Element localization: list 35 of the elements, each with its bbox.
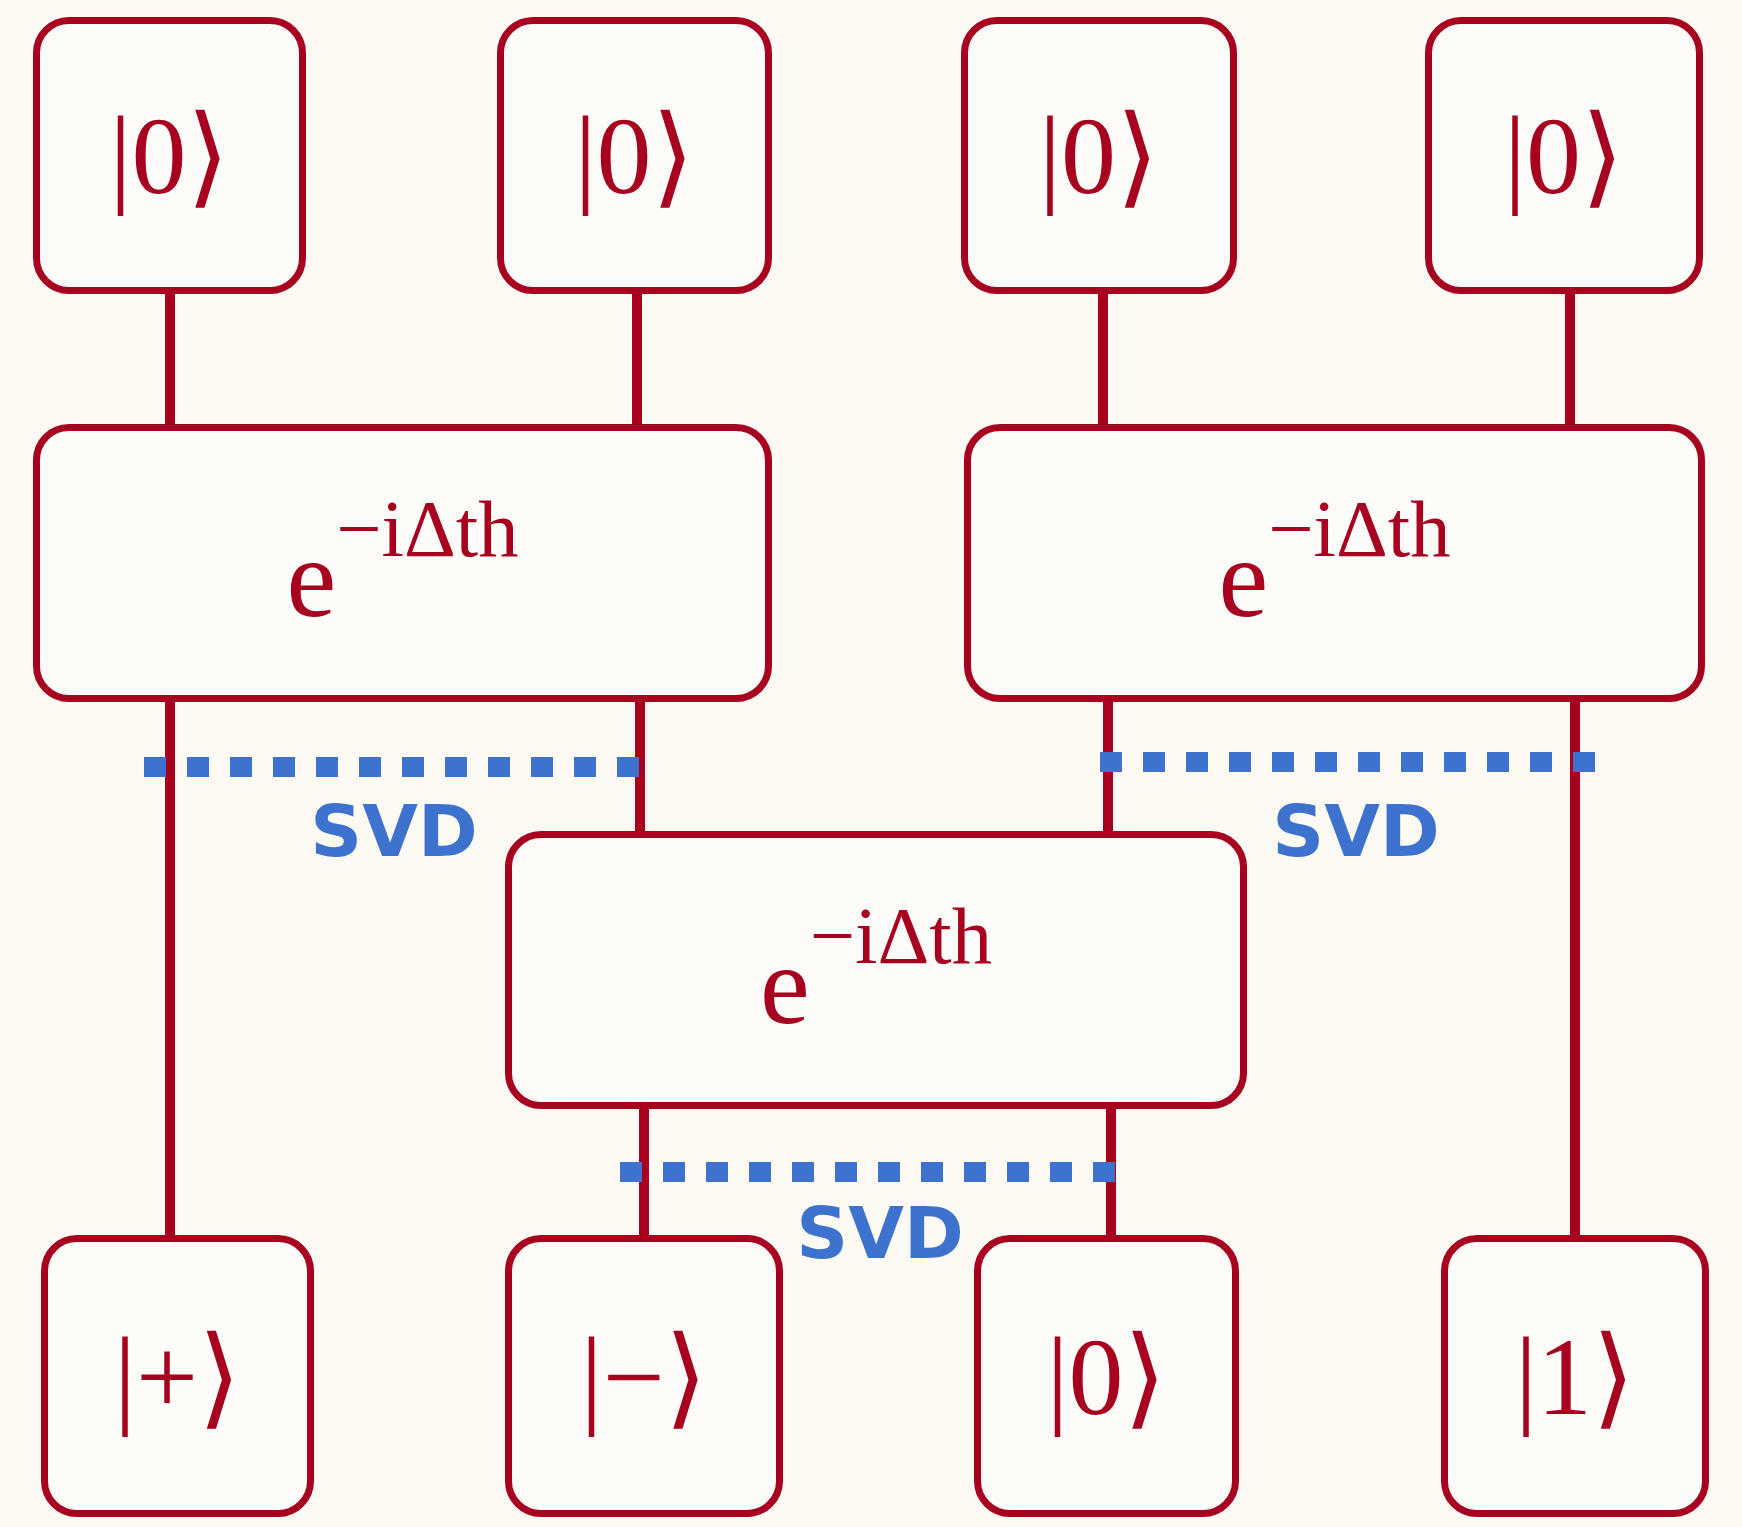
wire: [1103, 702, 1113, 831]
ket-label: |0⟩: [1504, 94, 1624, 219]
ket-label: |+⟩: [114, 1314, 241, 1440]
gate-box: [964, 424, 1705, 702]
state-box: [505, 1235, 783, 1517]
wire: [165, 702, 175, 1235]
wire: [632, 294, 642, 424]
ket-label: |−⟩: [580, 1314, 708, 1440]
wire: [635, 702, 645, 831]
wire: [1570, 702, 1580, 1235]
wire: [165, 294, 175, 424]
operator-label: e$^{−iΔth}$: [759, 889, 993, 1050]
gate-box: [33, 424, 772, 702]
svd-label: SVD: [1272, 789, 1440, 873]
operator-label: e$^{−iΔth}$: [286, 482, 519, 643]
wire: [1106, 1109, 1116, 1235]
state-box: [974, 1235, 1239, 1517]
state-box: [41, 1235, 314, 1517]
state-box: [1425, 17, 1703, 294]
svd-label: SVD: [796, 1191, 964, 1275]
ket-label: |0⟩: [1046, 1314, 1167, 1440]
gate-box: [505, 831, 1247, 1109]
wire: [1098, 294, 1108, 424]
wire: [639, 1109, 649, 1235]
state-box: [33, 17, 306, 294]
svd-label: SVD: [310, 789, 478, 873]
wire: [1565, 294, 1575, 424]
state-box: [961, 17, 1237, 294]
ket-label: |1⟩: [1515, 1314, 1635, 1440]
state-box: [497, 17, 772, 294]
ket-label: |0⟩: [109, 94, 230, 219]
ket-label: |0⟩: [1039, 94, 1159, 219]
ket-label: |0⟩: [574, 94, 695, 219]
state-box: [1441, 1235, 1709, 1517]
operator-label: e$^{−iΔth}$: [1218, 482, 1451, 643]
